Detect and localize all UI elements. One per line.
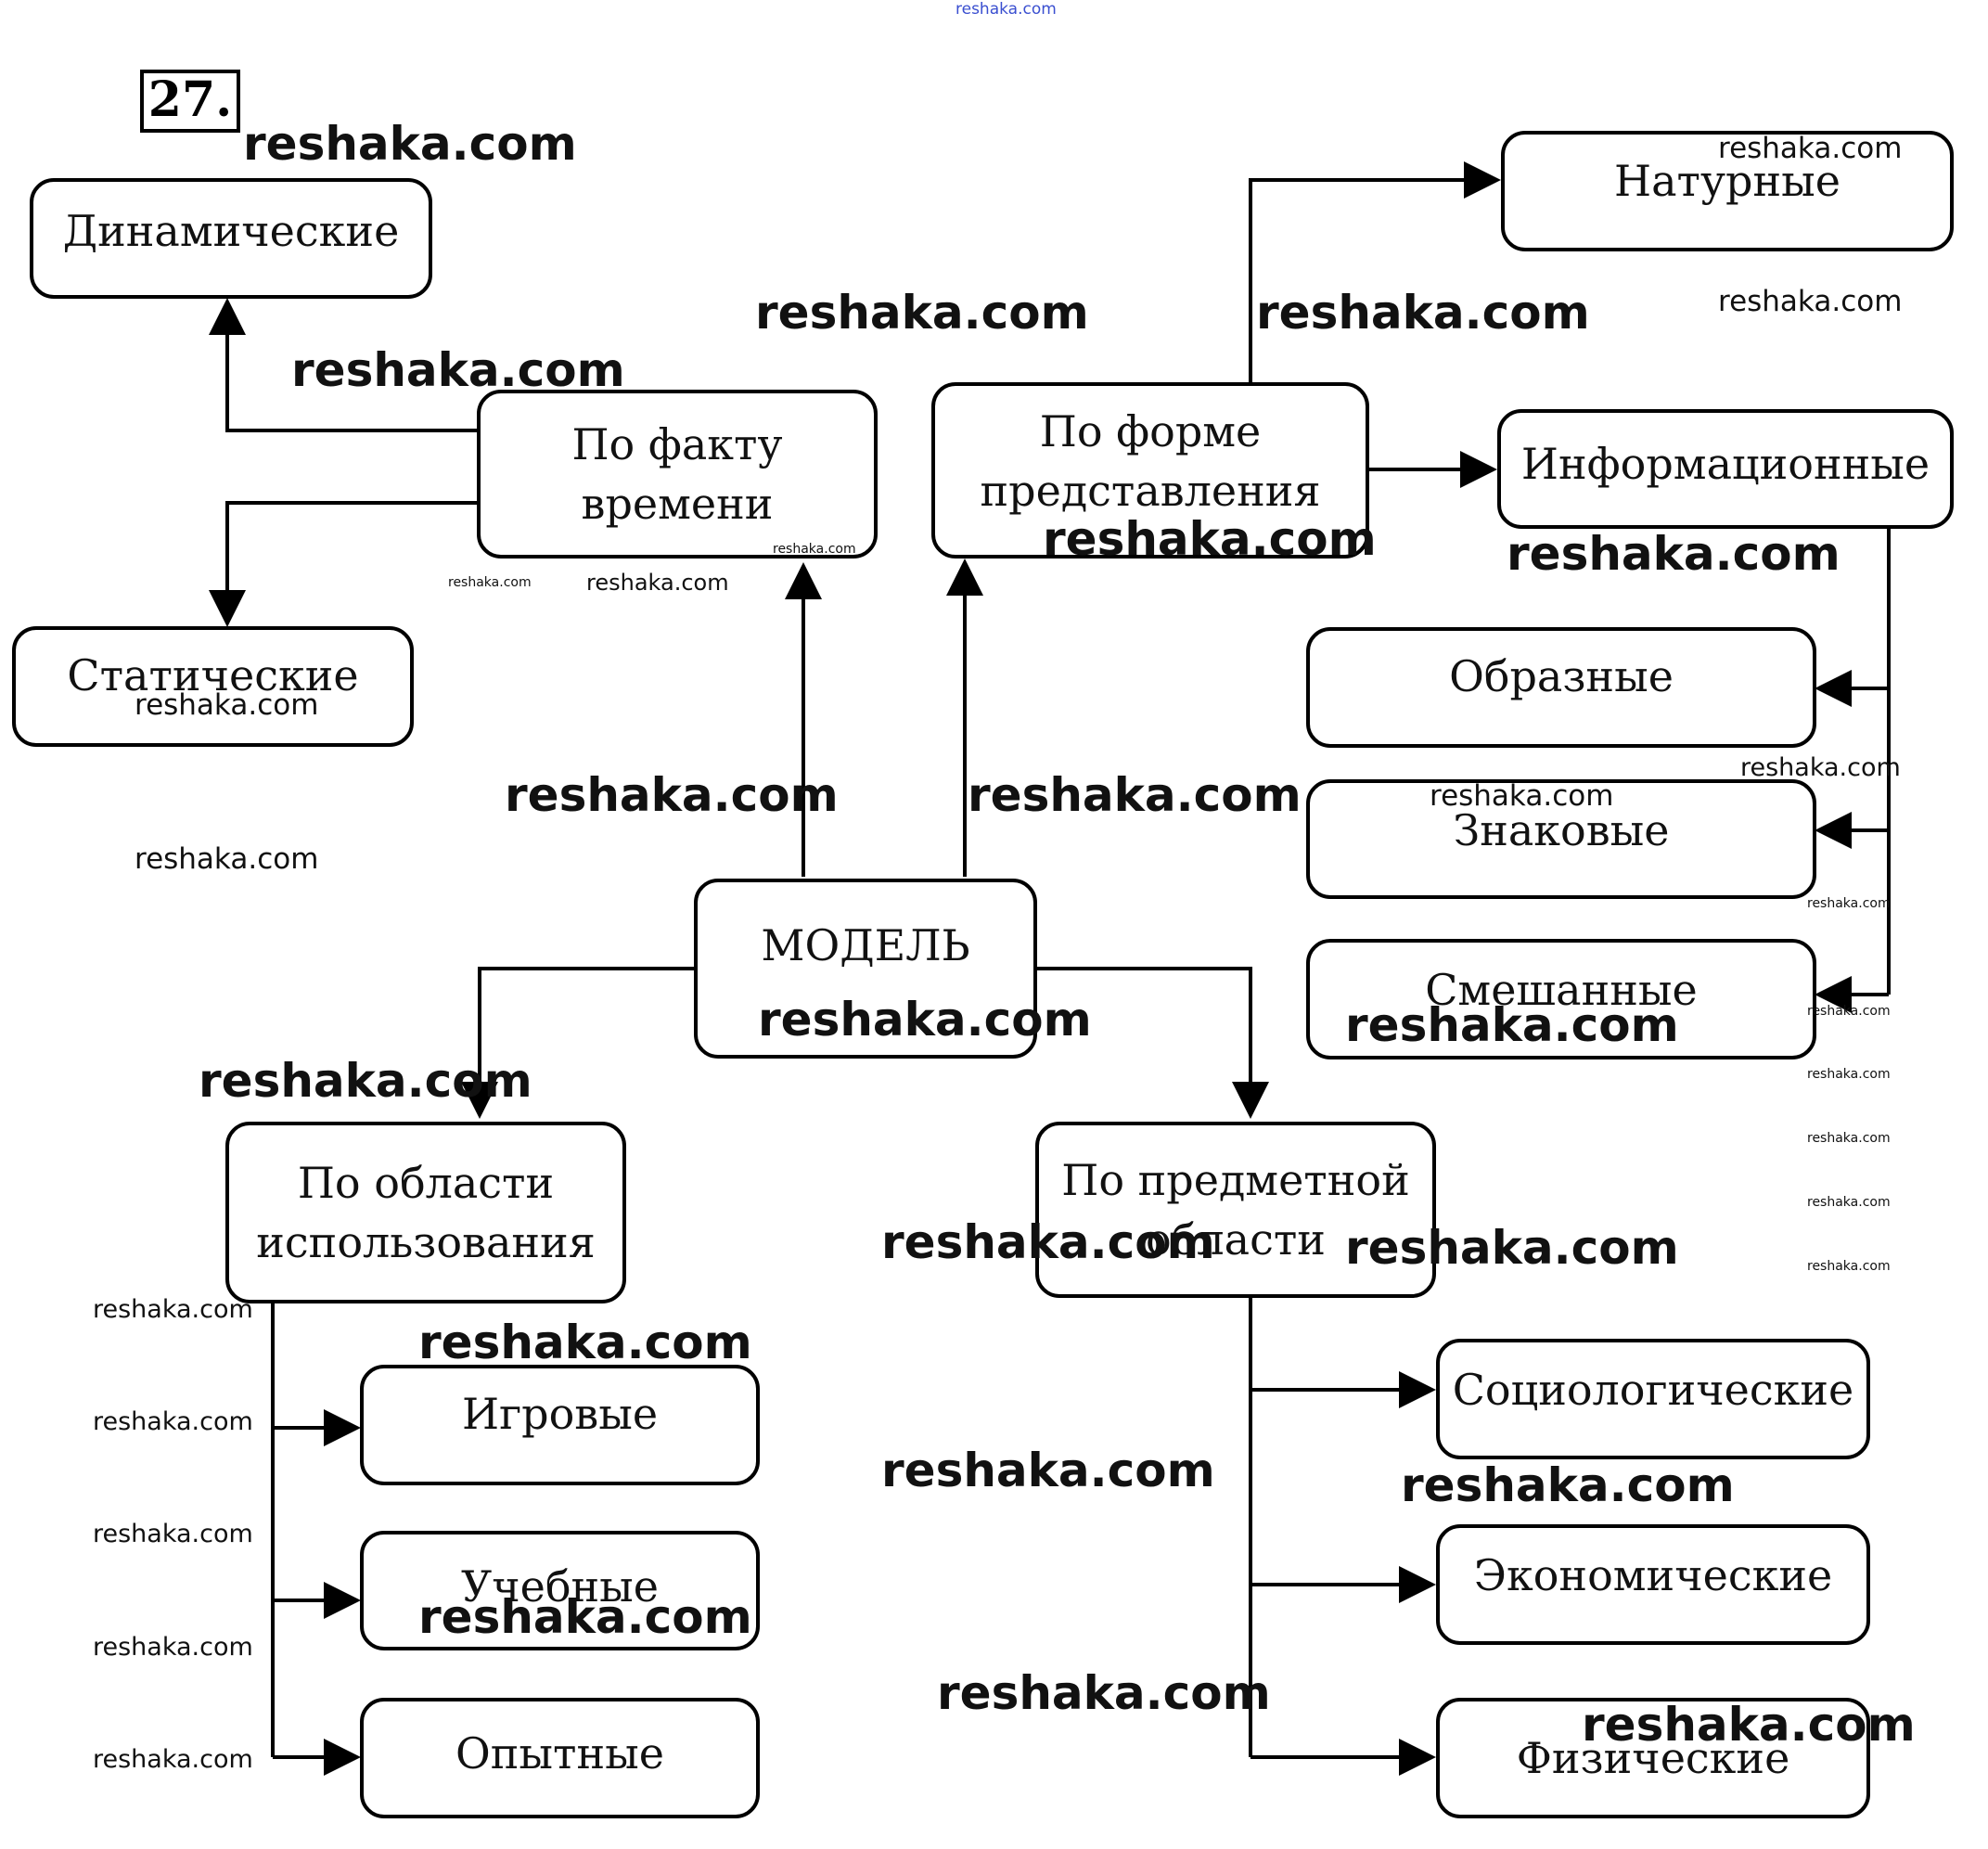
watermark: reshaka.com [1807,1259,1891,1274]
watermark: reshaka.com [1807,1131,1891,1146]
edge-time-to-static [209,501,481,627]
node-by-usage: По области использования [225,1122,626,1303]
watermark: reshaka.com [93,1520,253,1548]
watermark: reshaka.com [199,1054,532,1108]
node-by-form: По форме представления [931,382,1369,559]
node-sociological: Социологические [1436,1339,1870,1459]
watermark: reshaka.com [1430,779,1614,813]
watermark: reshaka.com [1401,1458,1735,1512]
edge-model-to-usage [461,967,694,1119]
node-mixed: Смешанные [1306,939,1816,1059]
node-by-subject: По предметной области [1035,1122,1436,1298]
watermark: reshaka.com [1345,1221,1679,1275]
watermark: reshaka.com [448,575,532,590]
edge-time-to-dynamic [209,298,481,432]
watermark: reshaka.com [243,117,577,171]
node-static: Статические [12,626,414,747]
watermark: reshaka.com [1256,286,1590,340]
node-dynamic: Динамические [30,178,432,299]
watermark: reshaka.com [291,343,625,397]
watermark: reshaka.com [93,1295,253,1324]
watermark: reshaka.com [505,768,839,822]
node-experimental: Опытные [360,1698,760,1818]
node-information: Информационные [1497,409,1954,529]
node-by-time: По факту времени [477,390,878,559]
node-economic: Экономические [1436,1524,1870,1645]
watermark: reshaka.com [773,542,856,557]
problem-number: 27. [140,70,240,133]
node-physical: Физические [1436,1698,1870,1818]
watermark: reshaka.com [956,0,1057,19]
node-game: Игровые [360,1365,760,1485]
watermark: reshaka.com [418,1316,752,1369]
watermark: reshaka.com [1718,285,1903,318]
watermark: reshaka.com [1582,1698,1916,1752]
watermark: reshaka.com [93,1633,253,1662]
watermark: reshaka.com [1807,896,1891,911]
watermark: reshaka.com [881,1444,1215,1497]
watermark: reshaka.com [1740,753,1901,782]
node-natural: Натурные [1501,131,1954,251]
watermark: reshaka.com [1807,1067,1891,1082]
watermark: reshaka.com [968,768,1302,822]
watermark: reshaka.com [881,1215,1215,1269]
watermark: reshaka.com [135,842,319,876]
watermark: reshaka.com [93,1745,253,1774]
watermark: reshaka.com [1507,527,1841,581]
watermark: reshaka.com [418,1590,752,1644]
watermark: reshaka.com [586,570,729,596]
node-educational: Учебные [360,1531,760,1650]
watermark: reshaka.com [1718,132,1903,165]
watermark: reshaka.com [937,1666,1271,1720]
watermark: reshaka.com [755,286,1089,340]
node-figurative: Образные [1306,627,1816,748]
watermark: reshaka.com [1345,998,1679,1052]
watermark: reshaka.com [135,688,319,722]
watermark: reshaka.com [93,1407,253,1436]
node-model: МОДЕЛЬ [694,879,1037,1059]
node-sign: Знаковые [1306,779,1816,899]
edge-form-to-natural [1249,161,1501,382]
watermark: reshaka.com [1807,1004,1891,1019]
watermark: reshaka.com [1807,1195,1891,1210]
watermark: reshaka.com [1043,512,1377,566]
edge-model-to-subject [1037,967,1269,1119]
watermark: reshaka.com [758,993,1092,1046]
